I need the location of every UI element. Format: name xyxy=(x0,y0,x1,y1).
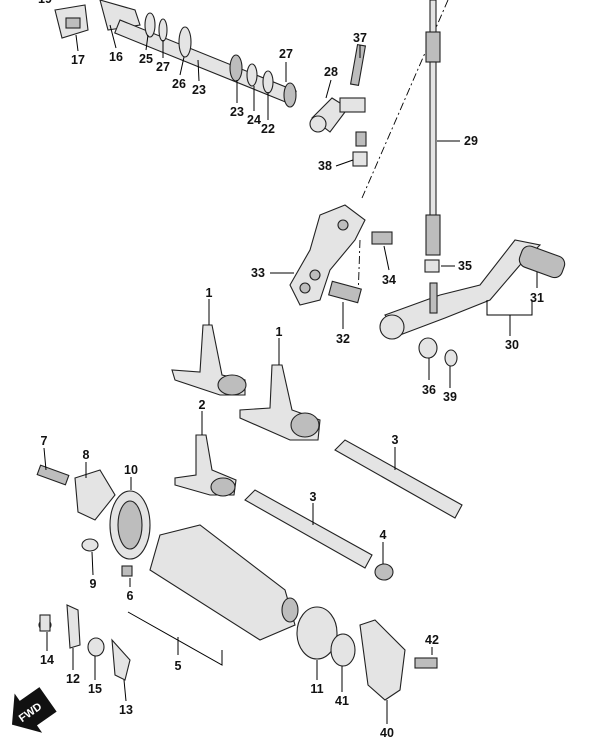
shift-rod xyxy=(425,0,441,256)
callout-15: 15 xyxy=(88,682,102,696)
shift-fork xyxy=(239,364,321,441)
callout-30: 30 xyxy=(505,338,519,352)
callout-16: 16 xyxy=(109,50,123,64)
forward-direction-arrow: FWD xyxy=(11,687,57,733)
callout-22: 22 xyxy=(261,122,275,136)
callout-4: 4 xyxy=(380,528,387,542)
shift-pedal xyxy=(379,239,566,367)
callout-17: 17 xyxy=(71,53,85,67)
callout-26: 26 xyxy=(172,77,186,91)
shift-fork xyxy=(174,434,237,497)
callout-19: 19 xyxy=(38,0,52,6)
callout-8: 8 xyxy=(83,448,90,462)
callout-1: 1 xyxy=(206,286,213,300)
callout-13: 13 xyxy=(119,703,133,717)
callout-7: 7 xyxy=(41,434,48,448)
callout-23: 23 xyxy=(230,105,244,119)
shift-arm xyxy=(289,204,393,306)
fork-shaft xyxy=(334,439,463,519)
callout-35: 35 xyxy=(458,259,472,273)
callout-2: 2 xyxy=(199,398,206,412)
callout-33: 33 xyxy=(251,266,265,280)
shift-fork xyxy=(171,324,247,396)
callout-12: 12 xyxy=(66,672,80,686)
callout-27: 27 xyxy=(156,60,170,74)
callout-34: 34 xyxy=(382,273,396,287)
callout-32: 32 xyxy=(336,332,350,346)
callout-3: 3 xyxy=(310,490,317,504)
shift-drum xyxy=(36,464,299,641)
callout-38: 38 xyxy=(318,159,332,173)
callout-37: 37 xyxy=(353,31,367,45)
callout-9: 9 xyxy=(90,577,97,591)
callout-10: 10 xyxy=(124,463,138,477)
shift-link-rod-end xyxy=(309,43,368,167)
callout-labels: 19 17 16 25 27 26 23 27 37 28 23 24 22 2… xyxy=(38,0,544,740)
callout-11: 11 xyxy=(310,682,323,696)
callout-23: 23 xyxy=(192,83,206,97)
plug xyxy=(374,563,394,581)
callout-29: 29 xyxy=(464,134,478,148)
callout-40: 40 xyxy=(380,726,394,740)
callout-5: 5 xyxy=(175,659,182,673)
fork-shaft xyxy=(244,489,373,569)
callout-6: 6 xyxy=(127,589,134,603)
callout-24: 24 xyxy=(247,113,261,127)
callout-14: 14 xyxy=(40,653,54,667)
small-parts xyxy=(38,604,438,701)
callout-42: 42 xyxy=(425,633,439,647)
callout-3: 3 xyxy=(392,433,399,447)
callout-27: 27 xyxy=(279,47,293,61)
callout-25: 25 xyxy=(139,52,153,66)
callout-39: 39 xyxy=(443,390,457,404)
callout-41: 41 xyxy=(335,694,349,708)
callout-31: 31 xyxy=(530,291,544,305)
callout-1: 1 xyxy=(276,325,283,339)
leader-lines xyxy=(43,24,538,724)
shift-shaft-assembly xyxy=(54,0,297,108)
callout-36: 36 xyxy=(422,383,436,397)
callout-28: 28 xyxy=(324,65,338,79)
